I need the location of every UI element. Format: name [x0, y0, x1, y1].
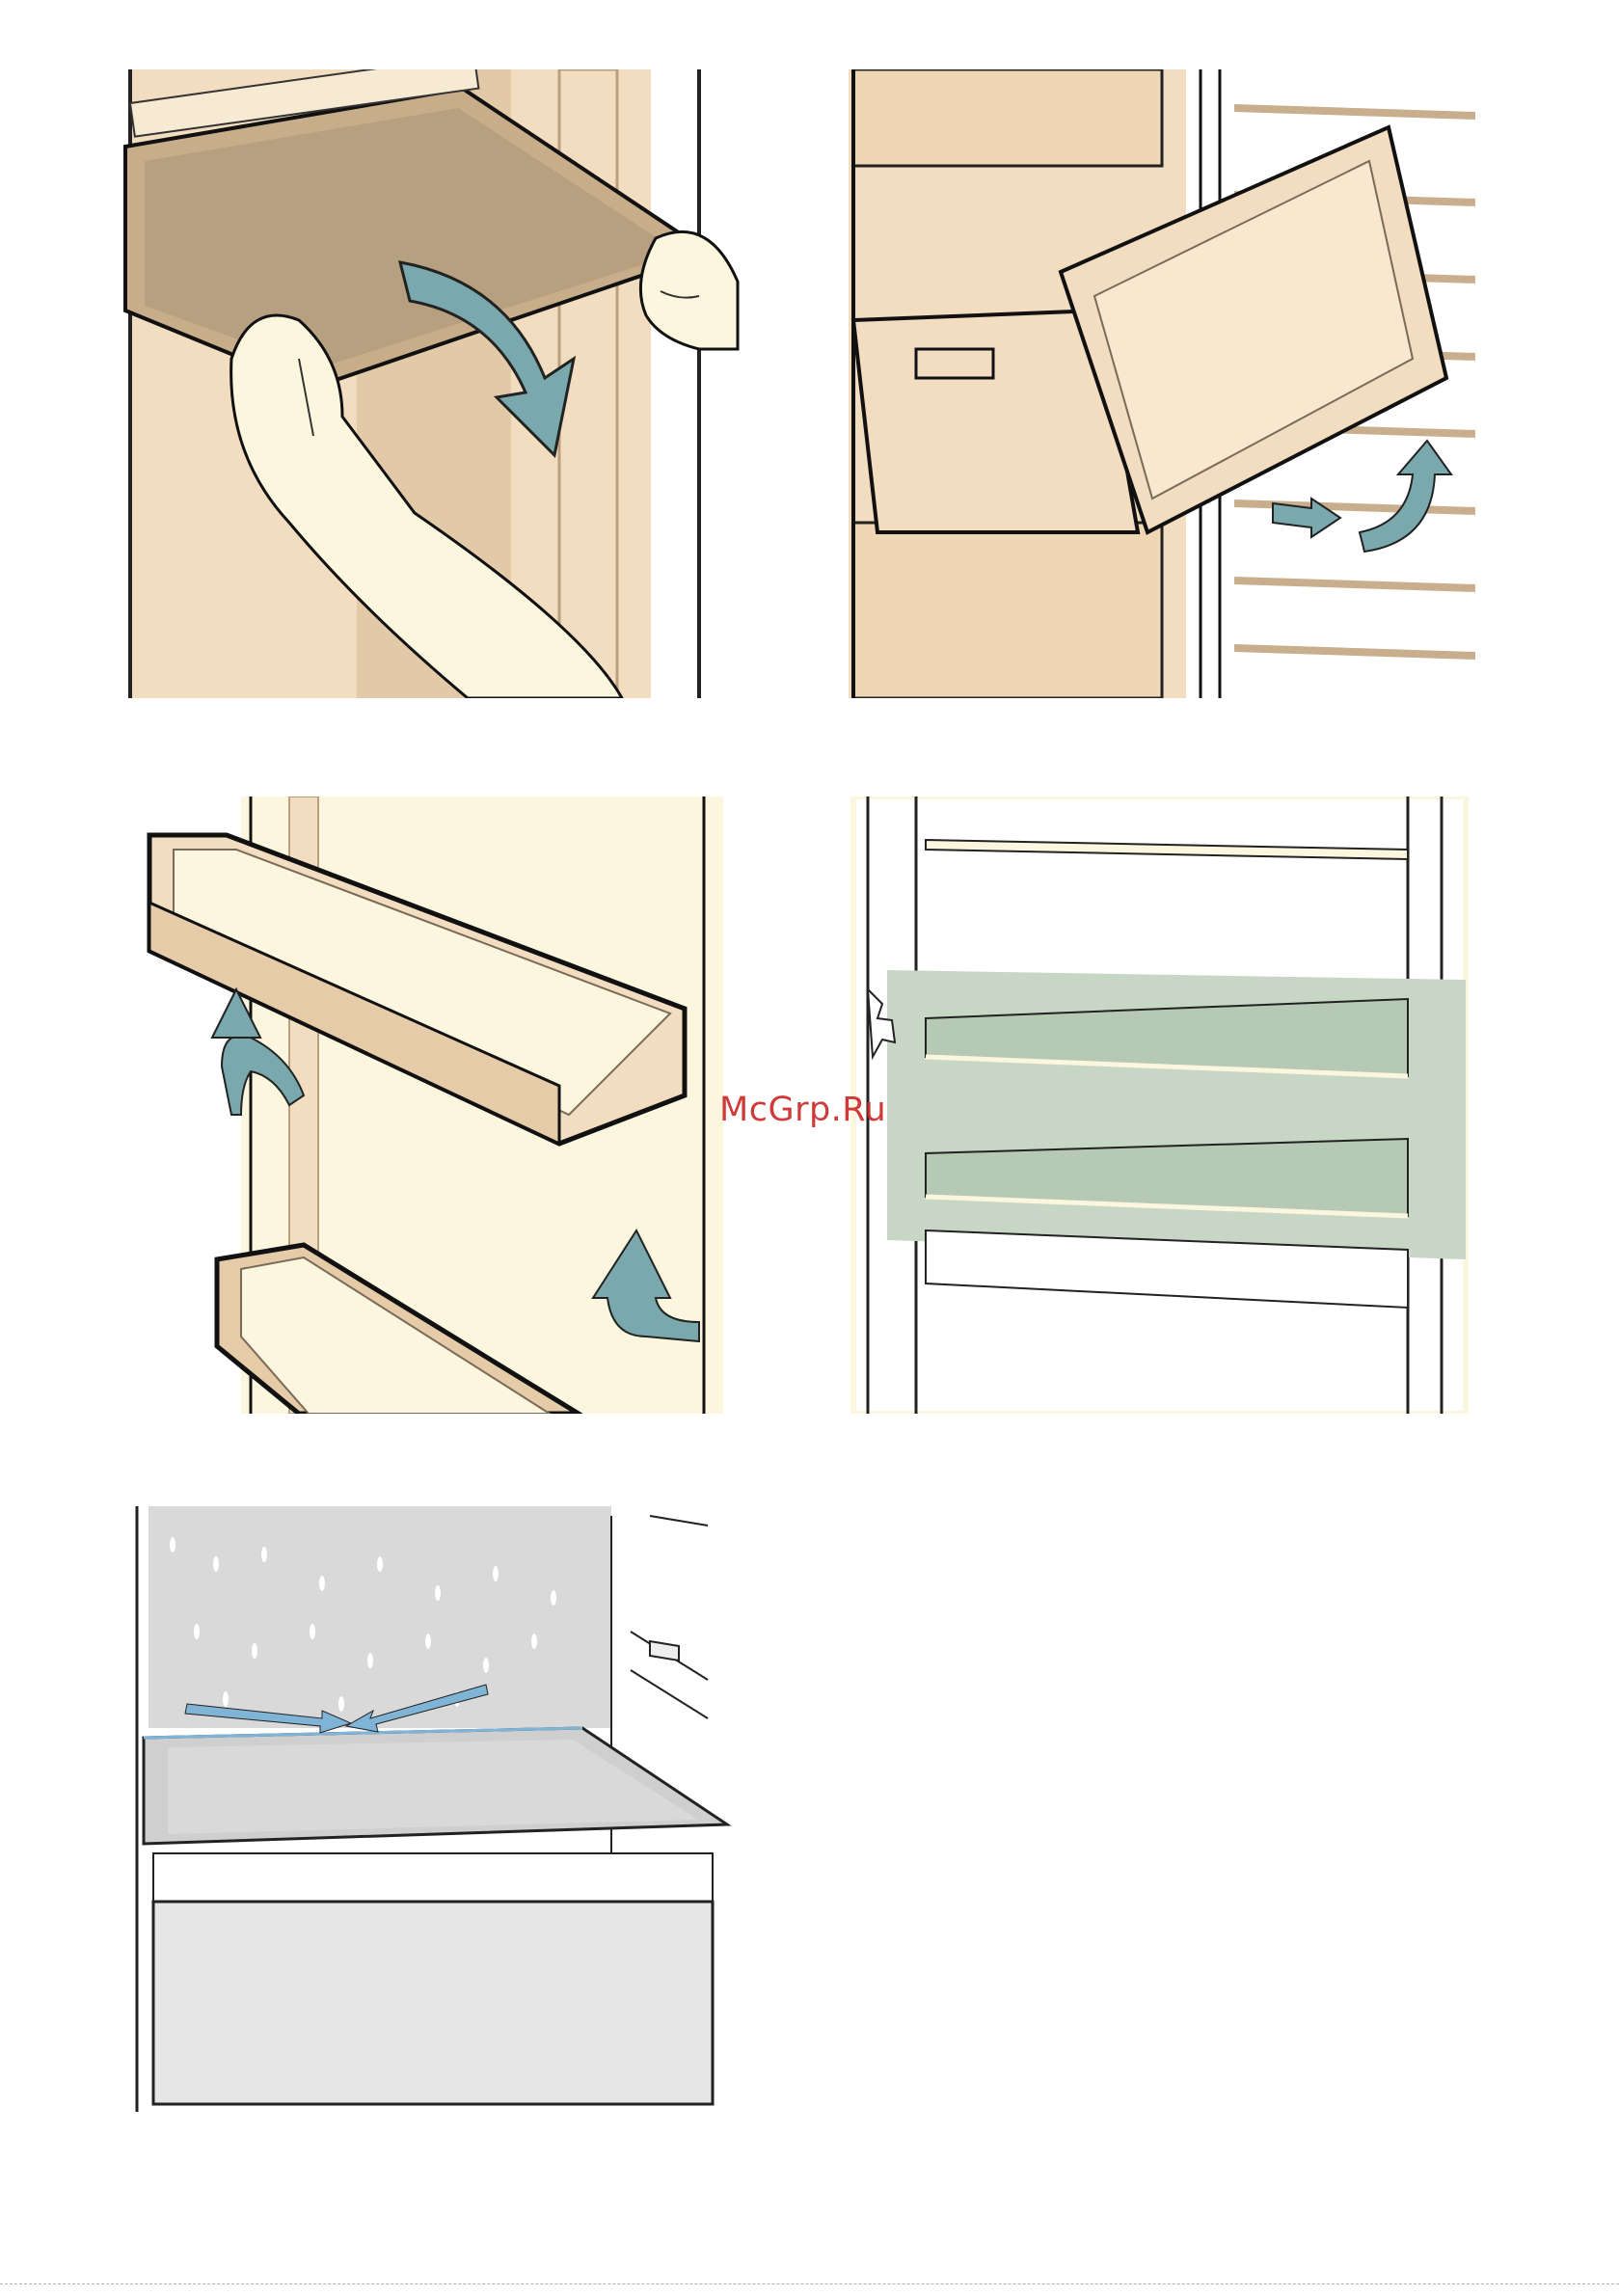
illustration-remove-glass-shelf	[121, 69, 747, 698]
shelf-rails-icon	[849, 797, 1475, 1414]
drawer-pull-icon	[849, 69, 1475, 698]
illustration-defrost-drain-channel	[129, 1506, 739, 2112]
illustration-shelf-positions	[849, 797, 1475, 1414]
watermark-text: McGrp.Ru	[719, 1091, 886, 1129]
illustration-remove-drawer	[849, 69, 1475, 698]
page-divider	[0, 2283, 1619, 2284]
door-rack-lift-icon	[145, 797, 733, 1414]
water-drops-icon	[129, 1506, 739, 2112]
hands-tilt-shelf-icon	[121, 69, 747, 698]
illustration-remove-door-rack	[145, 797, 733, 1414]
